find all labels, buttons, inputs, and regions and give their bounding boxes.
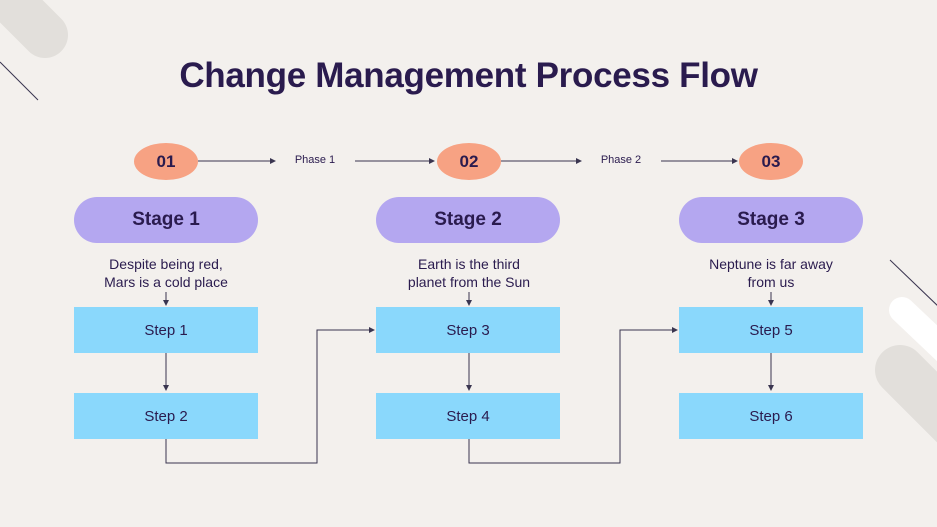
page-title: Change Management Process Flow [179, 56, 758, 95]
stage-1-pill: Stage 1 [74, 197, 258, 243]
phase-number-03: 03 [739, 143, 803, 180]
stage-3-description: Neptune is far away from us [661, 255, 881, 291]
decor-bar-white [889, 297, 937, 362]
step-6-box: Step 6 [679, 393, 863, 439]
stage-3-pill: Stage 3 [679, 197, 863, 243]
step-5-box: Step 5 [679, 307, 863, 353]
decor-bar-gray [875, 345, 937, 443]
connector-step4-step5 [468, 327, 678, 464]
step-3-box: Step 3 [376, 307, 560, 353]
stage-2-description: Earth is the third planet from the Sun [359, 255, 579, 291]
description-line: Neptune is far away [709, 256, 833, 272]
phase-number-02: 02 [437, 143, 501, 180]
description-line: Earth is the third [418, 256, 520, 272]
stage-1-description: Despite being red, Mars is a cold place [56, 255, 276, 291]
decor-line-right [889, 259, 937, 306]
connectors [163, 158, 774, 464]
description-line: Mars is a cold place [104, 274, 228, 290]
description-line: planet from the Sun [407, 274, 531, 290]
phase-label-2: Phase 2 [600, 154, 642, 166]
step-1-box: Step 1 [74, 307, 258, 353]
description-line: Despite being red, [109, 256, 223, 272]
connector-step2-step3 [165, 327, 375, 464]
decor-line-top-left [0, 61, 39, 101]
stage-2-pill: Stage 2 [376, 197, 560, 243]
decorative-shapes [0, 0, 937, 443]
phase-label-1: Phase 1 [294, 154, 336, 166]
phase-number-01: 01 [134, 143, 198, 180]
description-line: from us [747, 274, 795, 290]
decor-bar-top-left [0, 0, 68, 58]
step-2-box: Step 2 [74, 393, 258, 439]
step-4-box: Step 4 [376, 393, 560, 439]
